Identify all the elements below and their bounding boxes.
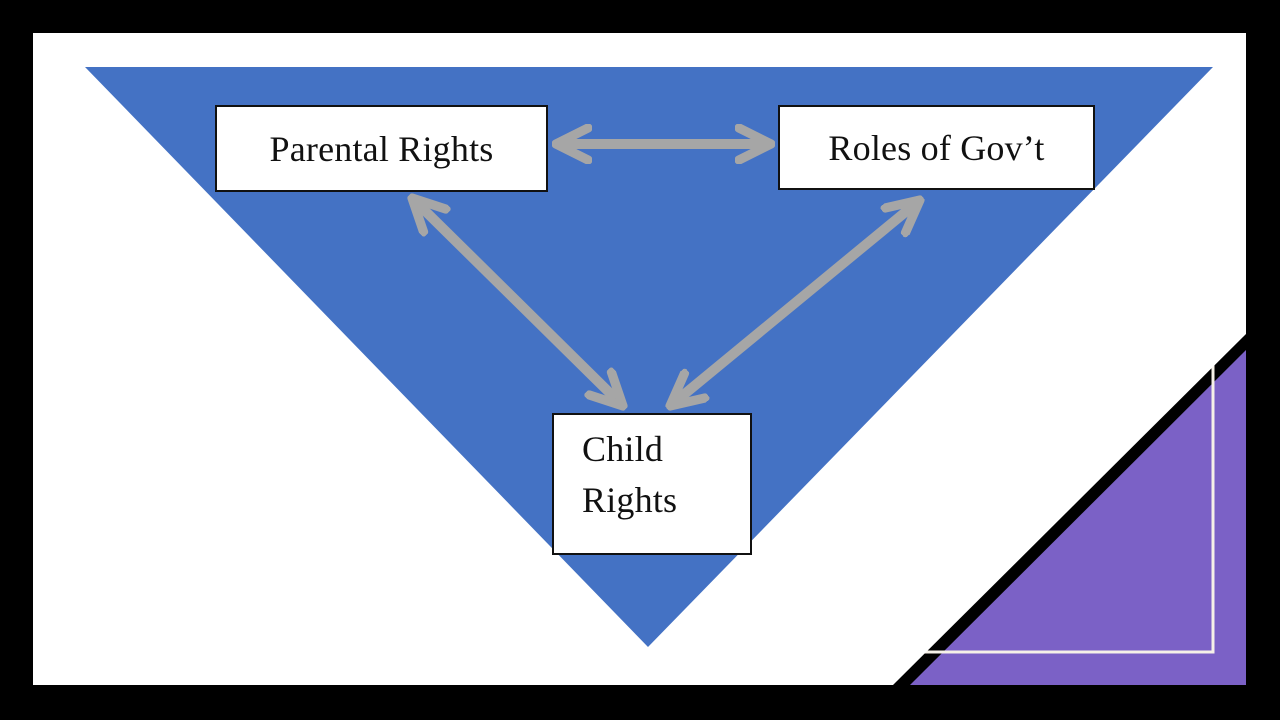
node-roles-of-govt: Roles of Gov’t — [778, 105, 1095, 190]
arrow-government-child — [670, 200, 920, 406]
node-roles-of-govt-label: Roles of Gov’t — [828, 127, 1045, 168]
accent-line-decoration — [895, 352, 1215, 654]
node-parental-rights: Parental Rights — [215, 105, 548, 192]
node-child-rights: Child Rights — [552, 413, 752, 555]
node-parental-rights-label: Parental Rights — [269, 128, 494, 169]
corner-triangle-decoration — [910, 350, 1246, 685]
arrow-parental-child — [412, 198, 623, 406]
main-inverted-triangle — [85, 67, 1213, 647]
